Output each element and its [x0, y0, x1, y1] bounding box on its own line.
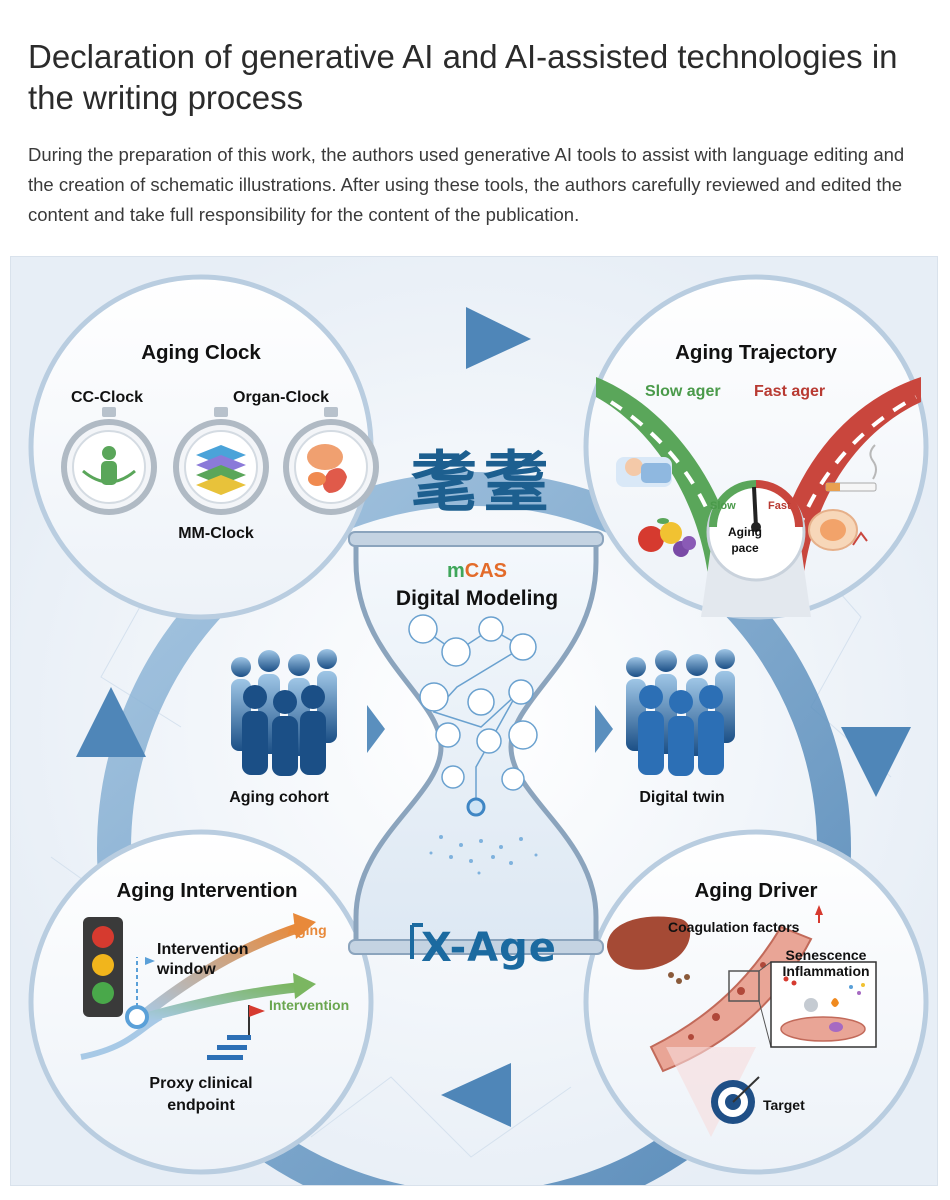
liver-icon — [607, 916, 691, 970]
mcas-m: m — [446, 560, 465, 582]
intervention-window-label-1: Intervention — [157, 941, 249, 958]
gauge-pace-label: pace — [731, 541, 759, 555]
target-label: Target — [763, 1097, 805, 1113]
digital-modeling-title: Digital Modeling — [395, 587, 559, 610]
figure-panel: Aging Clock CC-Clock Organ-Clock MM-Cloc… — [10, 256, 938, 1186]
coagulation-factors-label: Coagulation factors — [668, 919, 800, 935]
aging-intervention-title: Aging Intervention — [116, 879, 298, 902]
aging-driver-title: Aging Driver — [694, 879, 818, 902]
sleep-icon — [616, 457, 672, 487]
slow-ager-label: Slow ager — [645, 383, 721, 400]
intervention-curve-label: Intervention — [269, 997, 350, 1013]
figure-artwork — [11, 257, 937, 1185]
artery-plaque-icon — [808, 509, 868, 551]
intervention-window-label-2: window — [157, 961, 216, 978]
aging-pace-gauge — [706, 480, 806, 582]
stopwatch-icon — [283, 407, 379, 515]
stairs-flag-icon — [207, 1005, 265, 1060]
digital-twin-people — [626, 649, 735, 776]
mcas-cas: CAS — [464, 560, 508, 582]
inflammation-label: Inflammation — [782, 963, 870, 979]
gauge-aging-label: Aging — [728, 525, 762, 539]
aging-cohort-label: Aging cohort — [229, 789, 329, 806]
target-icon — [711, 1076, 760, 1124]
digital-network — [408, 614, 538, 817]
fruit-icon — [638, 518, 696, 557]
organ-clock-label: Organ-Clock — [233, 389, 330, 406]
cigarette-icon — [825, 444, 877, 492]
digital-twin-label: Digital twin — [639, 789, 725, 806]
fast-ager-label: Fast ager — [754, 383, 826, 400]
declaration-text: During the preparation of this work, the… — [28, 144, 905, 225]
aging-cohort-people — [231, 649, 337, 776]
page-title: Declaration of generative AI and AI-assi… — [28, 38, 898, 116]
aging-curve-label: Aging — [287, 922, 327, 938]
traffic-light-icon — [83, 917, 123, 1017]
x-age-logo: X-Age — [421, 925, 557, 971]
proxy-endpoint-label-1: Proxy clinical — [149, 1075, 253, 1092]
aging-clock-title: Aging Clock — [141, 341, 261, 364]
stopwatch-icon — [173, 407, 269, 515]
gauge-slow-label: Slow — [710, 500, 736, 512]
aging-trajectory-title: Aging Trajectory — [675, 341, 837, 364]
mm-clock-label: MM-Clock — [178, 525, 254, 542]
stopwatch-icon — [61, 407, 157, 515]
senescence-label: Senescence — [785, 947, 867, 963]
gauge-fast-label: Fast — [768, 500, 791, 512]
mcas-brand: mCAS — [447, 560, 507, 583]
calligraphy-characters: 耄耋 — [411, 443, 555, 521]
senescence-inset — [770, 961, 877, 1048]
proxy-endpoint-label-2: endpoint — [167, 1097, 235, 1114]
cc-clock-label: CC-Clock — [71, 389, 144, 406]
